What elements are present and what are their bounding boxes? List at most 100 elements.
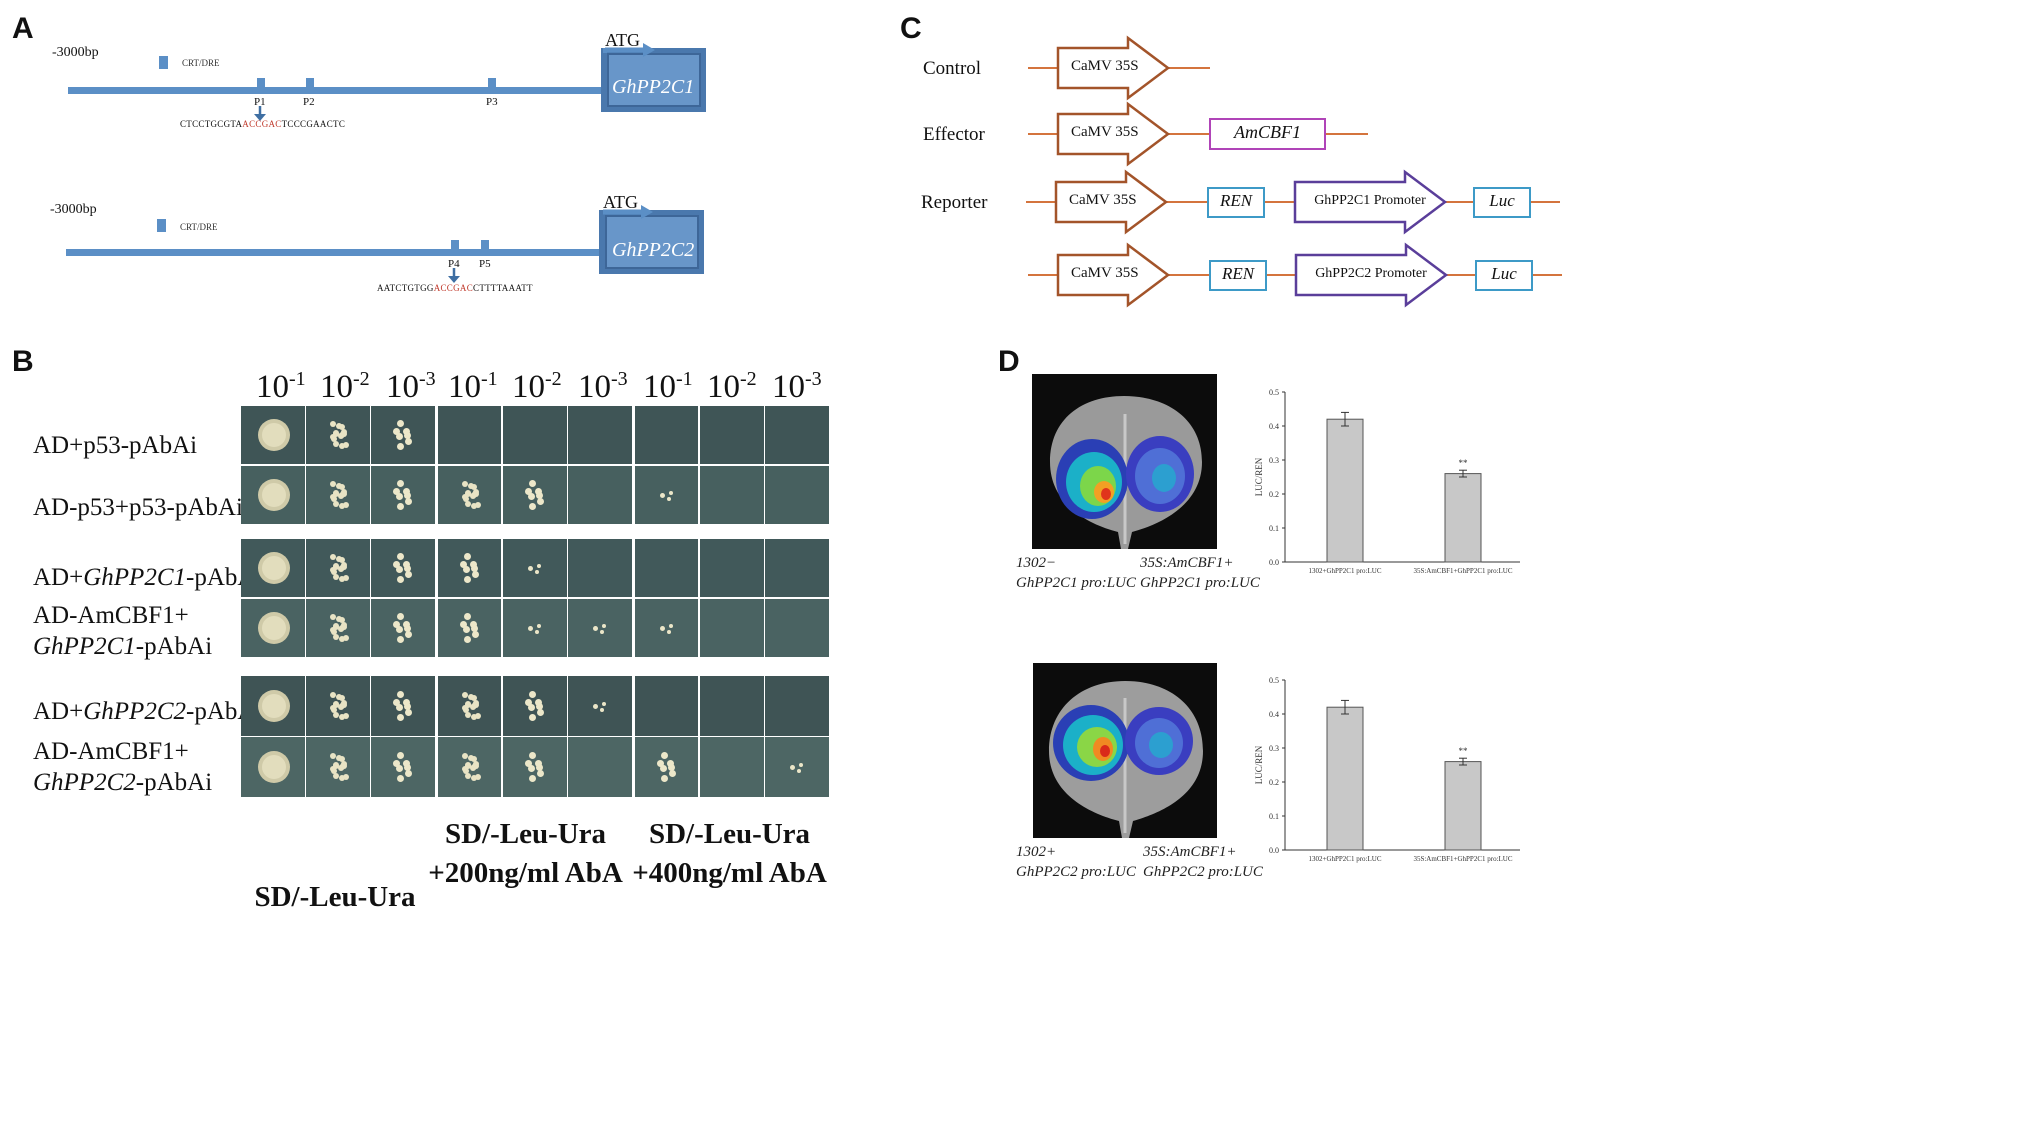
effector-gene-label: AmCBF1 xyxy=(1234,122,1301,142)
plate-spot xyxy=(438,466,501,524)
yeast-colony xyxy=(329,421,336,428)
yeast-colony xyxy=(536,769,544,777)
yeast-colony xyxy=(333,440,340,447)
y-tick-label: 0.1 xyxy=(1269,524,1279,533)
yeast-colony xyxy=(404,564,411,572)
y-tick-label: 0.1 xyxy=(1269,812,1279,821)
plate-spot xyxy=(371,676,435,736)
plate-spot xyxy=(371,737,435,797)
plate-spot xyxy=(306,406,370,464)
yeast-colony xyxy=(396,765,404,773)
yeast-colony xyxy=(332,430,339,437)
yeast-colony xyxy=(342,441,349,448)
yeast-colony xyxy=(332,762,339,769)
atg-label: ATG xyxy=(603,192,638,212)
yeast-colony xyxy=(668,763,675,771)
plate-spot xyxy=(371,539,435,597)
yeast-colony xyxy=(798,763,803,767)
yeast-colony xyxy=(465,500,472,507)
yeast-colony xyxy=(461,692,468,699)
yeast-colony xyxy=(536,708,544,716)
plate-spot xyxy=(503,539,567,597)
gene-box-ghpp2c2 xyxy=(599,205,704,274)
yeast-colony xyxy=(342,501,349,508)
y-axis-label: LUC/REN xyxy=(1254,745,1264,784)
yeast-colony xyxy=(396,566,404,574)
yeast-colony xyxy=(473,490,480,497)
yeast-colony xyxy=(599,708,604,712)
yeast-colony xyxy=(338,626,345,633)
yeast-colony xyxy=(338,704,345,711)
x-category-label: 1302+GhPP2C1 pro:LUC xyxy=(1309,855,1382,863)
plate-spot xyxy=(568,539,632,597)
yeast-colony xyxy=(528,704,536,712)
yeast-colony xyxy=(396,433,404,441)
yeast-colony xyxy=(402,428,410,436)
bar xyxy=(1326,706,1364,851)
y-tick-label: 0.0 xyxy=(1269,846,1279,855)
plate-spot xyxy=(438,737,501,797)
plate-spot xyxy=(306,466,370,524)
yeast-colony xyxy=(471,570,479,578)
yeast-colony xyxy=(470,765,477,772)
plate-spot xyxy=(765,737,829,797)
yeast-colony xyxy=(261,556,286,580)
plate-spot xyxy=(438,539,501,597)
y-tick-label: 0.2 xyxy=(1269,490,1279,499)
yeast-colony xyxy=(471,503,478,510)
site-marker-p3 xyxy=(488,78,496,88)
bar xyxy=(1326,418,1364,563)
strain-label: AD+p53-pAbAi xyxy=(33,432,198,459)
plate-spot xyxy=(635,406,698,464)
dilution-header: 10-3 xyxy=(772,368,822,405)
yeast-colony xyxy=(397,751,405,759)
yeast-colony xyxy=(404,769,412,777)
yeast-colony xyxy=(332,701,339,708)
plate-spot xyxy=(700,466,764,524)
yeast-colony xyxy=(661,751,669,759)
down-arrow-icon xyxy=(448,268,460,283)
yeast-colony xyxy=(261,423,286,447)
yeast-colony xyxy=(329,753,336,760)
x-category-label: 35S:AmCBF1+GhPP2C1 pro:LUC xyxy=(1413,855,1512,863)
yeast-colony xyxy=(404,630,412,638)
yeast-colony xyxy=(338,493,345,500)
plate-spot xyxy=(503,599,567,657)
yeast-colony xyxy=(397,576,405,584)
yeast-colony xyxy=(329,705,336,712)
yeast-colony xyxy=(339,755,346,762)
condition-label: SD/-Leu-Ura xyxy=(254,881,416,913)
yeast-colony xyxy=(470,493,477,500)
significance-label: ** xyxy=(1459,458,1469,468)
dilution-header: 10-2 xyxy=(320,368,370,405)
dilution-header: 10-1 xyxy=(448,368,498,405)
y-tick-label: 0.4 xyxy=(1269,422,1279,431)
yeast-colony xyxy=(404,431,411,439)
yeast-colony xyxy=(529,714,537,722)
yeast-colony xyxy=(339,423,346,430)
yeast-colony xyxy=(397,443,405,451)
yeast-colony xyxy=(536,763,543,771)
bar xyxy=(1444,473,1482,563)
plate-spot xyxy=(700,599,764,657)
yeast-colony xyxy=(668,491,673,495)
yeast-colony xyxy=(404,702,411,710)
yeast-colony xyxy=(397,552,405,560)
leaf-caption-left: 1302−GhPP2C1 pro:LUC xyxy=(1016,555,1136,591)
yeast-colony xyxy=(336,755,343,762)
yeast-colony xyxy=(534,570,539,574)
plate-spot xyxy=(438,599,501,657)
yeast-colony xyxy=(459,560,467,568)
panel-d-luc-assay: 1302−GhPP2C1 pro:LUC 35S:AmCBF1+GhPP2C1 … xyxy=(1000,360,2033,1146)
crt-legend-label: CRT/DRE xyxy=(180,222,218,232)
yeast-colony xyxy=(461,705,468,712)
yeast-colony xyxy=(529,690,537,698)
leaf-luminescence-image xyxy=(1032,374,1217,549)
yeast-colony xyxy=(470,704,477,711)
plate-spot xyxy=(635,539,698,597)
yeast-colony xyxy=(332,623,339,630)
yeast-colony xyxy=(329,567,336,574)
reporter-promoter-label: GhPP2C2 Promoter xyxy=(1315,266,1427,281)
ren-label: REN xyxy=(1219,191,1253,210)
